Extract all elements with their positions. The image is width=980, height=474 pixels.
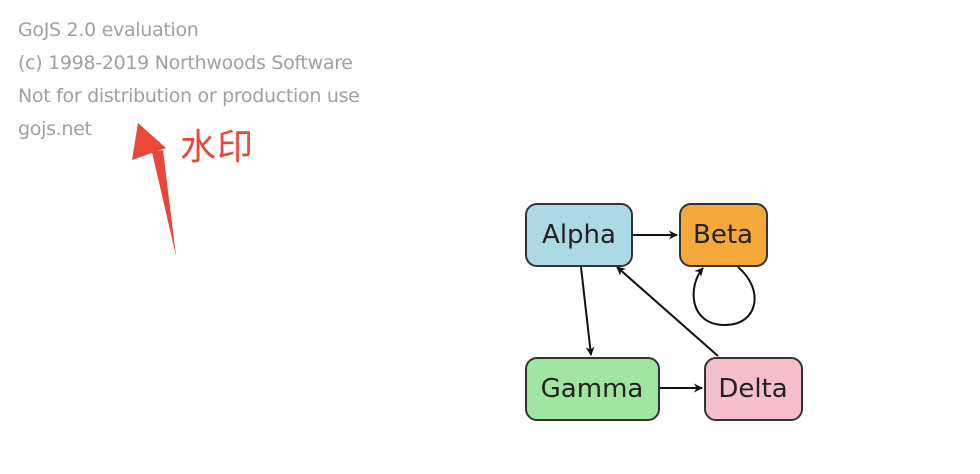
annotation-label: 水印 bbox=[180, 127, 255, 168]
red-arrow-pointing-up-icon bbox=[132, 123, 176, 256]
node-beta-label: Beta bbox=[693, 220, 753, 250]
node-alpha[interactable]: Alpha bbox=[525, 203, 633, 267]
link-beta-self-loop[interactable] bbox=[692, 266, 756, 327]
links-layer bbox=[580, 230, 756, 393]
node-beta-shape bbox=[679, 203, 768, 267]
node-alpha-label: Alpha bbox=[542, 220, 616, 250]
node-gamma[interactable]: Gamma bbox=[525, 357, 660, 421]
watermark-line-product: GoJS 2.0 evaluation bbox=[18, 19, 199, 41]
link-delta-alpha[interactable] bbox=[616, 266, 719, 357]
watermark-line-license: Not for distribution or production use bbox=[18, 85, 360, 107]
node-beta[interactable]: Beta bbox=[679, 203, 768, 267]
node-delta[interactable]: Delta bbox=[704, 357, 803, 421]
node-delta-shape bbox=[704, 357, 803, 421]
evaluation-watermark: GoJS 2.0 evaluation (c) 1998-2019 Northw… bbox=[18, 14, 360, 146]
link-alpha-gamma[interactable] bbox=[580, 266, 595, 356]
watermark-line-copyright: (c) 1998-2019 Northwoods Software bbox=[18, 52, 353, 74]
node-delta-label: Delta bbox=[718, 374, 787, 404]
node-alpha-shape bbox=[525, 203, 633, 267]
watermark-line-website: gojs.net bbox=[18, 118, 92, 140]
node-gamma-shape bbox=[525, 357, 660, 421]
node-gamma-label: Gamma bbox=[541, 374, 644, 404]
